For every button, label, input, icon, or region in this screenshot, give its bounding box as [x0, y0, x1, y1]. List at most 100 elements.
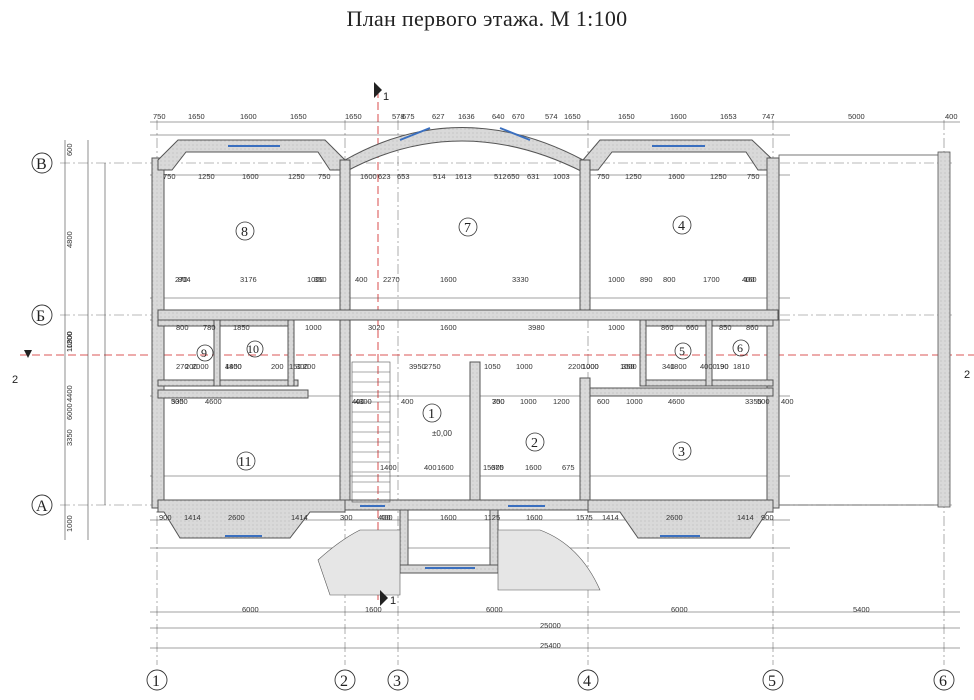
room-numbers: 8 7 4 9 10 5 6 1 2 3 11: [201, 219, 743, 470]
dim-label: 1414: [184, 513, 201, 522]
dim-label: 25400: [540, 641, 561, 650]
dim-label: 1250: [288, 172, 305, 181]
dim-label: 1414: [602, 513, 619, 522]
axis-label-2: 2: [340, 673, 348, 690]
dim-label: 514: [433, 172, 446, 181]
dim-label: 200: [303, 362, 316, 371]
dim-label: 900: [159, 513, 172, 522]
axis-label-3: 3: [393, 673, 401, 690]
dim-label: 640: [492, 112, 505, 121]
axis-label-B: Б: [36, 308, 45, 325]
section-2-left: 2: [12, 374, 18, 386]
dim-label: 1600: [242, 172, 259, 181]
staircase: [351, 361, 391, 503]
dim-label: 400: [424, 463, 437, 472]
terrace: [778, 151, 951, 508]
room-9: 9: [201, 346, 207, 360]
dim-label: 1000: [582, 362, 599, 371]
dim-label: 3350: [171, 397, 188, 406]
room-6: 6: [737, 341, 743, 355]
dim-label: 1575: [576, 513, 593, 522]
room-11: 11: [238, 455, 251, 470]
level-mark: ±0,00: [432, 429, 453, 438]
dim-label: 1650: [290, 112, 307, 121]
dim-label: 860: [746, 323, 759, 332]
dim-label: 627: [432, 112, 445, 121]
dim-label: 200: [271, 362, 284, 371]
dim-label: 400: [781, 397, 794, 406]
dim-label: 400: [355, 275, 368, 284]
dim-label: 3950: [409, 362, 426, 371]
dim-label: 1000: [520, 397, 537, 406]
dim-label: 5000: [848, 112, 865, 121]
dim-label: 1250: [710, 172, 727, 181]
dim-label: 2270: [383, 275, 400, 284]
dim-label: 750: [153, 112, 166, 121]
dim-label: 1050: [484, 362, 501, 371]
dim-label: 1000: [307, 275, 324, 284]
dim-label: 270: [175, 275, 188, 284]
plan-title: План первого этажа. М 1:100: [346, 6, 628, 31]
room-2: 2: [531, 436, 538, 451]
dim-label: 800: [663, 275, 676, 284]
dim-label: 800: [176, 323, 189, 332]
dim-label: 750: [747, 172, 760, 181]
dim-label: 1600: [670, 112, 687, 121]
dim-label: 4600: [205, 397, 222, 406]
dim-label: 300: [340, 513, 353, 522]
section-1-bottom: 1: [390, 595, 396, 607]
dim-label: 1003: [553, 172, 570, 181]
axis-label-4: 4: [583, 673, 591, 690]
section-1-top: 1: [383, 91, 389, 103]
dim-label: 600: [597, 397, 610, 406]
dim-label: 200: [185, 362, 198, 371]
dim-label: 1650: [345, 112, 362, 121]
dim-label: 10800: [65, 331, 74, 352]
dim-label: 1600: [668, 172, 685, 181]
dim-label: 500: [757, 397, 770, 406]
dim-label: 3350: [65, 429, 74, 446]
section-marks: 1 1 2 2: [12, 82, 970, 607]
dim-label: 190: [716, 362, 729, 371]
dim-label: 1810: [733, 362, 750, 371]
dim-label: 660: [686, 323, 699, 332]
dim-label: 1125: [484, 513, 500, 522]
entrance-steps: [317, 529, 601, 596]
grid-axes-horizontal: [60, 162, 955, 506]
dim-label: 750: [597, 172, 610, 181]
dim-label: 3350: [745, 397, 762, 406]
dim-label: 400: [401, 397, 414, 406]
dim-label: 300: [492, 397, 505, 406]
room-markers: [196, 215, 750, 471]
dim-label: 860: [661, 323, 674, 332]
dim-label: 2600: [666, 513, 683, 522]
dim-label: 1850: [225, 362, 242, 371]
dim-label: 804: [178, 275, 191, 284]
dim-label: 850: [719, 323, 732, 332]
dim-label: 2750: [424, 362, 441, 371]
dim-label: 1650: [188, 112, 205, 121]
axis-label-1: 1: [152, 673, 160, 690]
dim-label: 675: [402, 112, 415, 121]
room-8: 8: [241, 225, 248, 240]
dim-label: 750: [163, 172, 176, 181]
room-7: 7: [464, 221, 471, 236]
dim-label: 190: [716, 362, 729, 371]
dim-label: 3176: [240, 275, 257, 284]
dim-label: 1613: [455, 172, 472, 181]
dim-label: 512: [494, 172, 507, 181]
dim-label: 1600: [526, 513, 543, 522]
dim-label: 150: [289, 362, 302, 371]
dim-label: 300: [296, 362, 309, 371]
dim-label: 4600: [668, 397, 685, 406]
dim-label: 350: [622, 362, 635, 371]
dim-label: 400: [380, 513, 393, 522]
dim-label: 4400: [65, 385, 74, 402]
